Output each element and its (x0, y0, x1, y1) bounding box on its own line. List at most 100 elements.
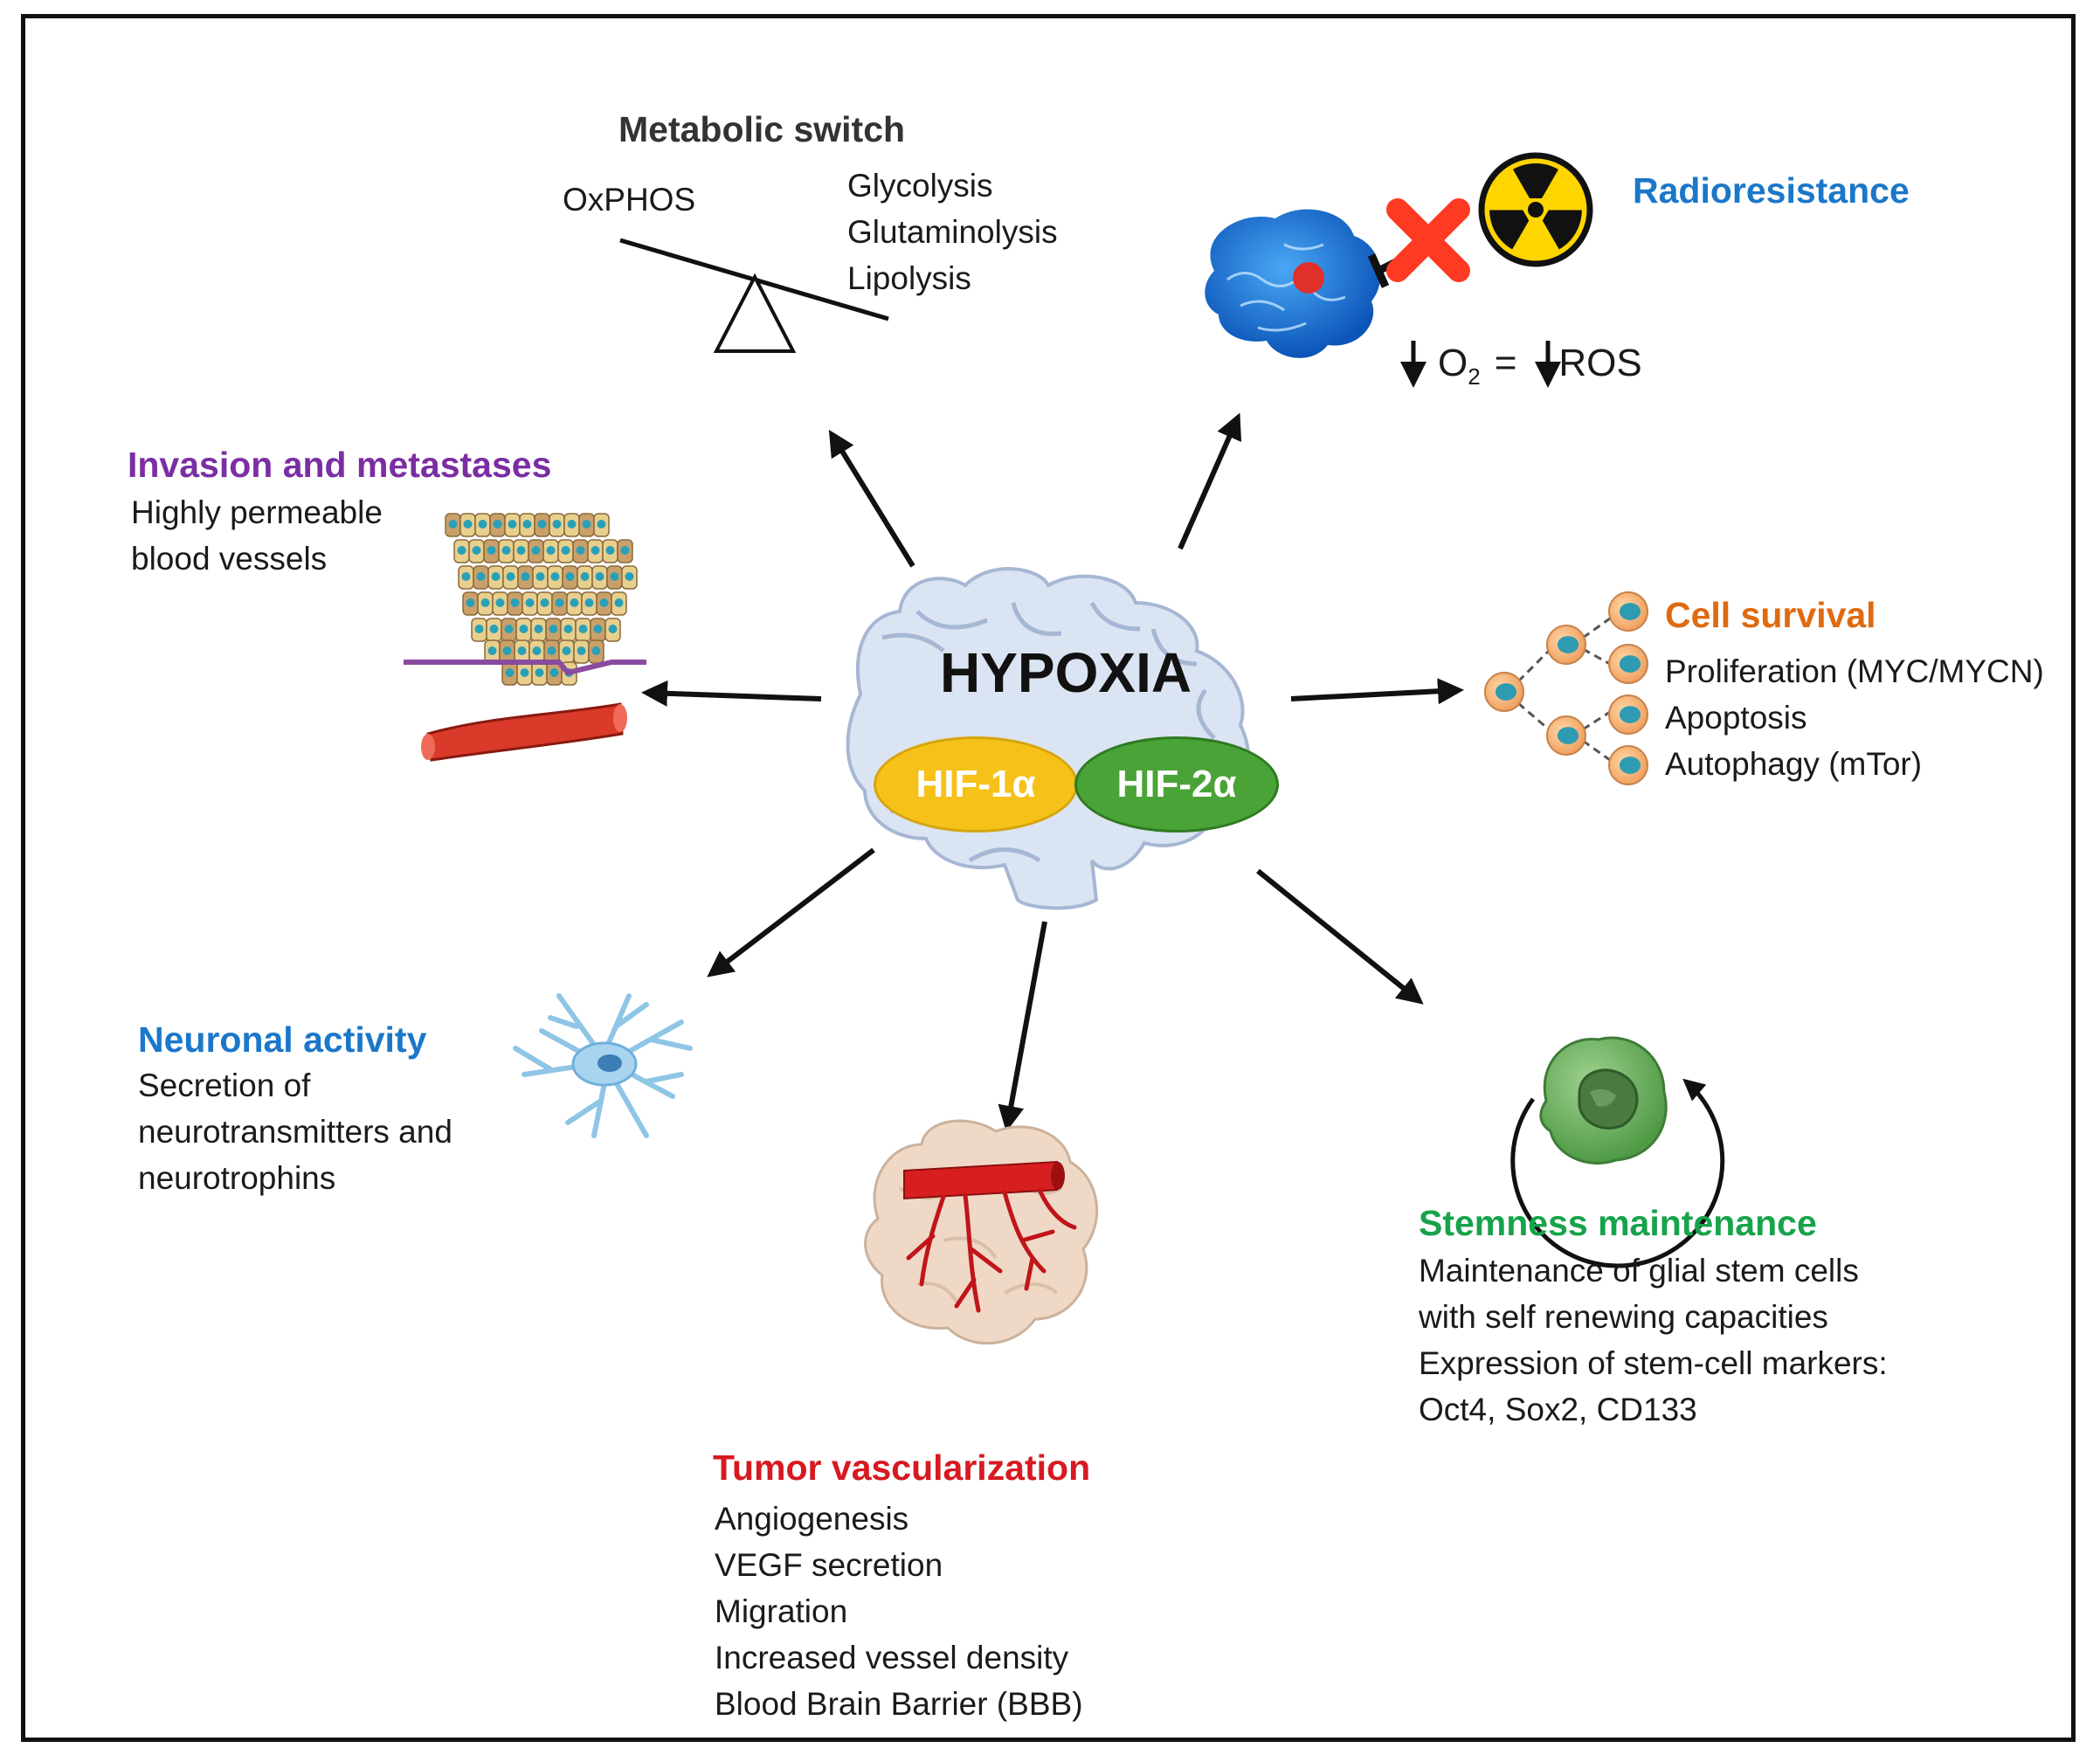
survival-cell (1608, 644, 1648, 684)
metabolic-right-list: Glycolysis Glutaminolysis Lipolysis (847, 162, 1058, 301)
lipolysis-label: Lipolysis (847, 260, 971, 296)
invasion-line-2: blood vessels (131, 541, 328, 577)
tumor-cell (471, 618, 487, 642)
cell-survival-title: Cell survival (1665, 595, 1876, 635)
glutaminolysis-label: Glutaminolysis (847, 214, 1058, 250)
tumor-cell (534, 513, 550, 537)
arrow-to-cell-survival (1290, 678, 1464, 705)
cell-survival-list: Proliferation (MYC/MYCN) Apoptosis Autop… (1665, 648, 2044, 787)
tumor-cell (573, 639, 590, 664)
tumor-cell (593, 513, 610, 537)
stemness-title: Stemness maintenance (1419, 1203, 1817, 1243)
hypoxia-title: HYPOXIA (940, 641, 1192, 704)
hif2-label: HIF-2α (1116, 763, 1237, 805)
tumor-cell (515, 618, 532, 642)
arrow-to-neuronal (707, 847, 875, 978)
tumor-cell (566, 591, 583, 616)
tumor-cell (591, 565, 608, 590)
equals-label: = (1494, 342, 1517, 384)
tumor-cell (486, 618, 502, 642)
tumor-cell (530, 618, 547, 642)
tumor-cell (536, 591, 553, 616)
tumor-cell (502, 565, 519, 590)
hypoxia-arrows (641, 412, 1464, 1132)
arrow-to-invasion (641, 680, 822, 707)
tumor-cell (487, 565, 504, 590)
tumor-line-2: VEGF secretion (715, 1547, 943, 1583)
tumor-cell (484, 639, 501, 664)
tumor-cell (542, 539, 559, 563)
tumor-cell (549, 513, 565, 537)
stemness-list: Maintenance of glial stem cells with sel… (1419, 1247, 1888, 1433)
tumor-cell (621, 565, 638, 590)
tumor-cell (477, 591, 494, 616)
tumor-cell (562, 565, 578, 590)
astrocyte-icon (513, 993, 693, 1138)
tumor-cell (462, 591, 479, 616)
arrow-to-radioresistance (1178, 412, 1242, 550)
stemness-line-1: Maintenance of glial stem cells (1419, 1253, 1859, 1289)
stemness-line-2: with self renewing capacities (1419, 1299, 1828, 1335)
tumor-cell (604, 618, 621, 642)
invasion-list: Highly permeable blood vessels (131, 489, 383, 582)
tumor-cell (545, 618, 562, 642)
tumor-line-1: Angiogenesis (715, 1501, 909, 1537)
radioresistance-title: Radioresistance (1633, 170, 1910, 211)
tumor-cell (513, 539, 529, 563)
tumor-cell (468, 539, 485, 563)
stemness-line-4: Oct4, Sox2, CD133 (1419, 1392, 1697, 1427)
tumor-cell (445, 513, 461, 537)
stemness-line-3: Expression of stem-cell markers: (1419, 1345, 1888, 1381)
tumor-cell (453, 539, 470, 563)
tumor-line-3: Migration (715, 1593, 848, 1629)
tumor-cell (617, 539, 633, 563)
tumor-cell (577, 565, 593, 590)
survival-cell (1608, 591, 1648, 632)
hif1-label: HIF-1α (915, 763, 1036, 805)
tumor-cell (581, 591, 598, 616)
o2-subscript: 2 (1468, 363, 1481, 390)
tumor-cell (611, 591, 627, 616)
cell-survival-line-1: Proliferation (MYC/MYCN) (1665, 653, 2044, 689)
seesaw-icon (619, 238, 889, 353)
tumor-cell (522, 591, 538, 616)
survival-cells (1484, 591, 1648, 785)
neuronal-line-1: Secretion of (138, 1068, 311, 1103)
tumor-cell (516, 661, 533, 686)
brain-tumor-icon (1205, 209, 1381, 358)
survival-cell (1546, 715, 1586, 756)
tumor-list: Angiogenesis VEGF secretion Migration In… (715, 1496, 1083, 1727)
cell-survival-line-2: Apoptosis (1665, 700, 1807, 736)
invasion-title: Invasion and metastases (128, 445, 552, 485)
survival-cell (1608, 745, 1648, 785)
red-x-icon (1386, 198, 1470, 282)
metabolic-title: Metabolic switch (618, 109, 906, 149)
hif2-badge (1074, 736, 1279, 833)
tumor-cell (587, 539, 604, 563)
ros-label: ROS (1558, 342, 1642, 384)
tumor-cell (560, 618, 577, 642)
tumor-cell (458, 565, 474, 590)
tumor-cell (474, 513, 491, 537)
tumor-cell (572, 539, 589, 563)
neuronal-line-2: neurotransmitters and (138, 1114, 452, 1150)
oxphos-label: OxPHOS (563, 182, 696, 218)
o2-ros-label: O2=ROS (1438, 344, 1642, 388)
tumor-line-4: Increased vessel density (715, 1640, 1069, 1676)
blood-vessel-cells-icon (404, 513, 646, 762)
tumor-cell (459, 513, 476, 537)
diagram-frame (21, 14, 2076, 1742)
cell-survival-line-3: Autophagy (mTor) (1665, 746, 1923, 782)
tumor-cell (483, 539, 500, 563)
survival-cell (1484, 672, 1524, 712)
survival-cell (1608, 694, 1648, 735)
neuronal-list: Secretion of neurotransmitters and neuro… (138, 1062, 452, 1201)
stem-cell-icon (1539, 1036, 1668, 1165)
arrow-to-tumor (998, 921, 1047, 1132)
tumor-cell (575, 618, 591, 642)
tumor-cell (499, 639, 515, 664)
tumor-cell (578, 513, 595, 537)
tumor-cell (492, 591, 508, 616)
tumor-line-5: Blood Brain Barrier (BBB) (715, 1686, 1083, 1722)
hif1-badge (874, 736, 1078, 833)
